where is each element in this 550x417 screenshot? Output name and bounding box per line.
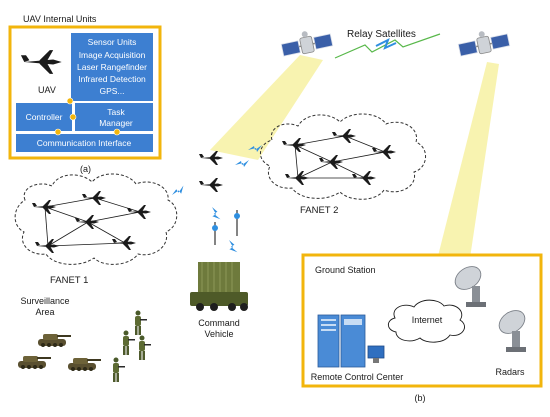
remote-control-center-label: Remote Control Center [311,372,404,382]
sensor-units-title: Sensor Units [88,37,137,47]
relay-satellite-right-icon [455,25,511,59]
task-manager-label-line2: Manager [99,118,133,128]
bus-connectors [54,97,121,136]
communication-interface-label: Communication Interface [37,138,132,148]
satellite-beam-right [438,62,499,258]
relay-drone-icon [199,178,223,192]
command-vehicle-icon [190,262,248,311]
wireless-link-icon [170,185,186,197]
fanet1-drone-icon [127,205,151,219]
controller-box [16,103,72,131]
internet-cloud [387,299,465,343]
soldier-icon [135,310,147,335]
surveillance-area-label-line1: Surveillance [20,296,69,306]
fanet2-drone-icon [285,171,309,185]
fanet1-cloud [14,173,178,265]
tank-icon [38,334,71,347]
satellite-beam-left [210,55,323,160]
fanet1-links [44,197,141,247]
relay-satellite-left-icon [278,25,334,59]
relay-satellites-label: Relay Satellites [347,29,416,40]
fanet2-drone-icon [319,155,343,169]
sensor-item: GPS... [99,86,124,96]
soldier-icon [113,357,125,382]
surveillance-area-label-line2: Area [35,307,54,317]
fanet2-cloud [260,113,426,200]
tank-icon [68,358,101,371]
uav-internal-units-title: UAV Internal Units [23,14,97,24]
connector-dot [54,128,62,136]
connector-dot [66,97,74,105]
server-rack-icon [317,314,366,368]
fanet2-links [294,135,386,179]
relay-drone-icon [199,151,223,165]
fanet1-drone-icon [82,191,106,205]
fanet1-drone-icon [75,215,99,229]
uav-label: UAV [38,85,56,95]
fanet1-label: FANET 1 [50,275,88,286]
fanet2-drone-icon [332,129,356,143]
antenna-icon [212,222,218,245]
radar-dish-icon [454,266,486,307]
command-vehicle-label-line2: Vehicle [204,329,233,339]
task-manager-label-line1: Task [107,107,125,117]
satellite-link [334,33,441,59]
sensor-item: Infrared Detection [78,74,146,84]
fanet2-label: FANET 2 [300,205,338,216]
radars-label: Radars [495,367,525,377]
sensor-item: Laser Rangefinder [77,62,147,72]
fanet1-drone-icon [32,200,56,214]
controller-label: Controller [26,112,63,122]
antenna-icon [234,210,240,236]
sensor-units-box [71,33,153,101]
wireless-link-icon [227,238,238,255]
caption-a: (a) [80,164,91,174]
soldier-icon [139,335,151,360]
task-manager-box [75,103,153,131]
wireless-link-icon [235,160,249,167]
satellite-link-signal [375,37,397,50]
soldier-icon [123,330,135,355]
fanet2-drone-icon [282,138,306,152]
wireless-link-icon [210,205,221,222]
communication-interface-box [16,134,153,152]
monitor-icon [367,345,385,363]
fanet2-drone-icon [372,145,396,159]
caption-b: (b) [415,393,426,403]
command-vehicle-label-line1: Command [198,318,240,328]
sensor-item: Image Acquisition [79,50,146,60]
tank-icon [18,356,51,369]
connector-dot [113,128,121,136]
connector-dot [69,113,77,121]
radar-dish-icon [498,310,526,352]
ground-station-title: Ground Station [315,265,376,275]
internet-label: Internet [412,315,443,325]
